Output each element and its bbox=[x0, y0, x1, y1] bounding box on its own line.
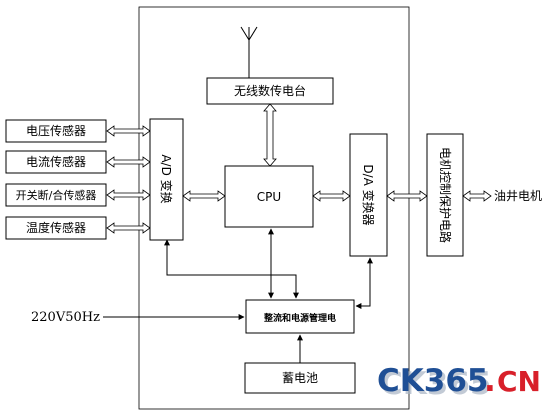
da-converter-label: D/A 变换器 bbox=[361, 164, 376, 225]
double-arrow-da-protection bbox=[386, 190, 428, 202]
watermark-dot: . bbox=[484, 363, 496, 399]
sensor-current-label: 电流传感器 bbox=[26, 154, 86, 169]
ad-converter-label: A/D 变换 bbox=[159, 154, 174, 203]
da-converter-block: D/A 变换器 bbox=[349, 133, 388, 257]
double-arrows-sensors-ad bbox=[106, 125, 151, 234]
sensor-voltage-block: 电压传感器 bbox=[5, 119, 107, 143]
double-arrow-ad-cpu bbox=[182, 190, 226, 202]
controller-enclosure bbox=[138, 6, 410, 410]
watermark-cn: CN bbox=[497, 365, 541, 398]
sensor-voltage-label: 电压传感器 bbox=[26, 123, 86, 138]
motor-protection-label: 电机控制保护电路 bbox=[438, 147, 453, 243]
wireless-station-block: 无线数传电台 bbox=[206, 77, 334, 105]
battery-label: 蓄电池 bbox=[282, 371, 318, 385]
battery-block: 蓄电池 bbox=[244, 362, 356, 394]
motor-protection-block: 电机控制保护电路 bbox=[426, 133, 464, 257]
cpu-label: CPU bbox=[257, 190, 281, 204]
double-arrow-protection-motor bbox=[462, 190, 492, 202]
sensor-switch-label: 开关断/合传感器 bbox=[16, 188, 97, 202]
sensor-switch-block: 开关断/合传感器 bbox=[5, 183, 107, 207]
watermark-ck365: CK365 bbox=[377, 363, 488, 399]
power-connections bbox=[103, 228, 373, 363]
double-arrow-cpu-da bbox=[312, 190, 351, 202]
ck365-watermark: CK365 CK365 . CN bbox=[377, 363, 541, 402]
power-management-label: 整流和电源管理电 bbox=[263, 312, 336, 324]
sensor-temperature-block: 温度传感器 bbox=[5, 216, 107, 240]
wireless-station-label: 无线数传电台 bbox=[234, 83, 306, 98]
antenna-icon bbox=[240, 26, 258, 78]
sensor-current-block: 电流传感器 bbox=[5, 150, 107, 174]
oil-well-motor-label: 油井电机 bbox=[494, 189, 542, 203]
ad-converter-block: A/D 变换 bbox=[149, 118, 184, 241]
power-input-label: 220V50Hz bbox=[31, 310, 100, 325]
cpu-block: CPU bbox=[224, 165, 314, 228]
power-management-block: 整流和电源管理电 bbox=[245, 299, 355, 334]
sensor-temperature-label: 温度传感器 bbox=[26, 220, 86, 235]
watermark-shadow: CK365 bbox=[380, 366, 491, 402]
double-arrow-wireless-cpu bbox=[263, 103, 277, 167]
